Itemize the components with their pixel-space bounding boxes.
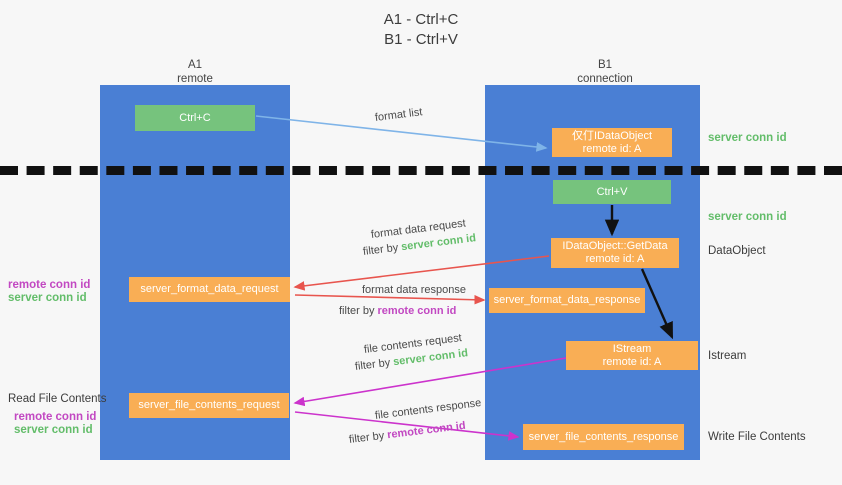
- title-line-1: A1 - Ctrl+C: [383, 11, 459, 28]
- label-server-conn-id-mid: server conn id: [708, 211, 787, 223]
- annotation-file-contents-response: file contents response: [374, 397, 482, 422]
- box-server-format-data-response-label: server_format_data_response: [493, 294, 641, 306]
- box-idataobject-remote-id: remote id: A: [582, 142, 642, 155]
- annotation-format-list: format list: [374, 106, 424, 124]
- label-server-conn-id-top: server conn id: [708, 132, 787, 144]
- box-server-file-contents-request-label: server_file_contents_request: [138, 399, 280, 411]
- filter-prefix: filter by: [354, 356, 391, 373]
- title-line-2: B1 - Ctrl+V: [384, 31, 458, 48]
- annotation-file-contents-response-filter: filter by remote conn id: [348, 420, 466, 446]
- separator-dashed-line: [0, 166, 842, 175]
- box-server-file-contents-response-label: server_file_contents_response: [528, 430, 679, 443]
- box-server-file-contents-response[interactable]: server_file_contents_response: [523, 424, 684, 450]
- box-istream-title: IStream: [612, 342, 652, 355]
- box-ctrl-c-label: Ctrl+C: [179, 111, 211, 124]
- column-header-a1: A1 remote: [140, 58, 250, 86]
- column-b1-role: connection: [577, 73, 633, 85]
- box-ctrl-v[interactable]: Ctrl+V: [553, 180, 671, 204]
- filter-prefix: filter by: [348, 429, 385, 446]
- box-istream-remote-id: remote id: A: [602, 355, 662, 368]
- box-server-format-data-request[interactable]: server_format_data_request: [129, 277, 290, 302]
- column-b1-name: B1: [597, 59, 613, 71]
- box-getdata-remote-id: remote id: A: [585, 253, 645, 265]
- box-idataobject-getdata[interactable]: IDataObject::GetData remote id: A: [551, 238, 679, 268]
- box-server-format-data-request-label: server_format_data_request: [140, 283, 279, 295]
- filter-value-remote-conn-id: remote conn id: [377, 305, 457, 317]
- label-server-conn-id-upper: server conn id: [8, 292, 87, 304]
- box-server-format-data-response[interactable]: server_format_data_response: [489, 288, 645, 313]
- box-getdata-title: IDataObject::GetData: [562, 240, 668, 252]
- annotation-format-data-response-filter: filter by remote conn id: [339, 305, 456, 317]
- box-istream[interactable]: IStream remote id: A: [566, 341, 698, 370]
- box-server-file-contents-request[interactable]: server_file_contents_request: [129, 393, 289, 418]
- box-ctrl-c[interactable]: Ctrl+C: [135, 105, 255, 131]
- label-server-conn-id-lower: server conn id: [14, 424, 93, 436]
- column-header-b1: B1 connection: [545, 58, 665, 86]
- column-a1-role: remote: [177, 73, 213, 85]
- label-remote-conn-id-upper: remote conn id: [8, 279, 91, 291]
- box-idataobject[interactable]: 仅仃IDataObject remote id: A: [552, 128, 672, 157]
- label-remote-conn-id-lower: remote conn id: [14, 411, 97, 423]
- label-read-file-contents: Read File Contents: [8, 393, 107, 405]
- filter-value-remote-conn-id: remote conn id: [386, 419, 467, 442]
- label-write-file-contents: Write File Contents: [708, 431, 806, 443]
- page-title: A1 - Ctrl+C B1 - Ctrl+V: [0, 10, 842, 50]
- label-istream: Istream: [708, 350, 747, 362]
- filter-prefix: filter by: [362, 241, 399, 258]
- box-idataobject-title: 仅仃IDataObject: [571, 129, 653, 142]
- filter-prefix: filter by: [339, 305, 375, 317]
- annotation-format-data-response: format data response: [362, 284, 466, 296]
- box-ctrl-v-label: Ctrl+V: [596, 185, 628, 198]
- label-dataobject: DataObject: [708, 245, 766, 257]
- column-a1-name: A1: [187, 59, 203, 71]
